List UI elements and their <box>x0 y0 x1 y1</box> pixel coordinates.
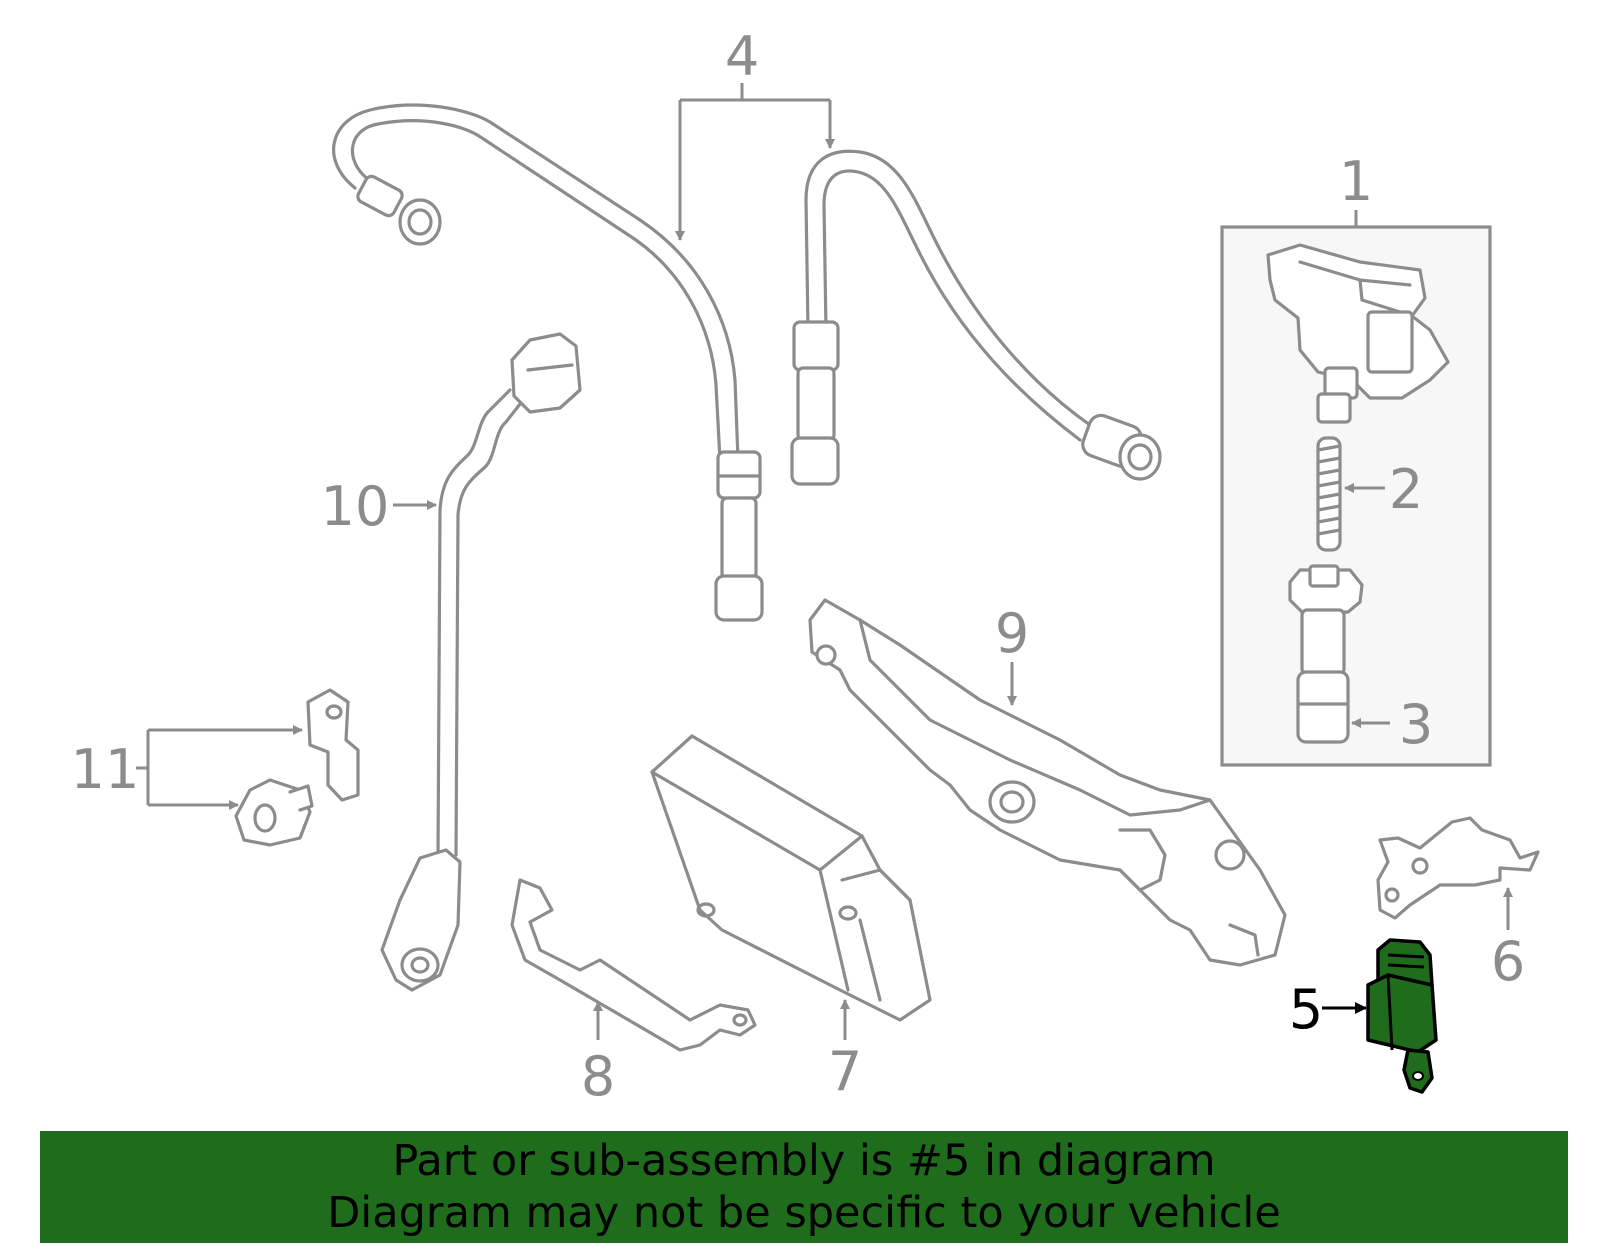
part-10-sensor-with-harness <box>380 332 582 992</box>
part-3-coil-boot <box>1288 564 1364 744</box>
part-11-brackets <box>234 688 360 847</box>
part-2-spring <box>1316 436 1342 552</box>
callout-7: 7 <box>828 1040 862 1103</box>
leader-lines <box>136 83 1513 1040</box>
part-9-bracket <box>808 598 1287 967</box>
callout-labels: 1 2 3 4 5 6 7 8 9 10 11 <box>71 25 1526 1108</box>
part-7-module <box>650 734 932 1022</box>
part-1-ignition-coil-assembly <box>1220 225 1492 767</box>
info-banner: Part or sub-assembly is #5 in diagram Di… <box>40 1131 1568 1243</box>
callout-10: 10 <box>321 475 390 538</box>
part-6-bracket <box>1376 816 1540 920</box>
part-5-highlighted <box>1366 938 1438 1094</box>
callout-1: 1 <box>1339 150 1373 213</box>
callout-8: 8 <box>581 1045 615 1108</box>
part-8-bracket <box>510 878 757 1052</box>
callout-9: 9 <box>995 602 1029 665</box>
banner-line-1: Part or sub-assembly is #5 in diagram <box>392 1136 1216 1186</box>
callout-2: 2 <box>1389 458 1423 521</box>
callout-5: 5 <box>1289 978 1323 1041</box>
callout-3: 3 <box>1399 693 1433 756</box>
part-4-spark-plug-wires <box>332 103 1162 622</box>
callout-11: 11 <box>71 738 140 801</box>
banner-line-2: Diagram may not be specific to your vehi… <box>327 1188 1281 1238</box>
callout-4: 4 <box>725 25 759 88</box>
callout-6: 6 <box>1491 930 1525 993</box>
